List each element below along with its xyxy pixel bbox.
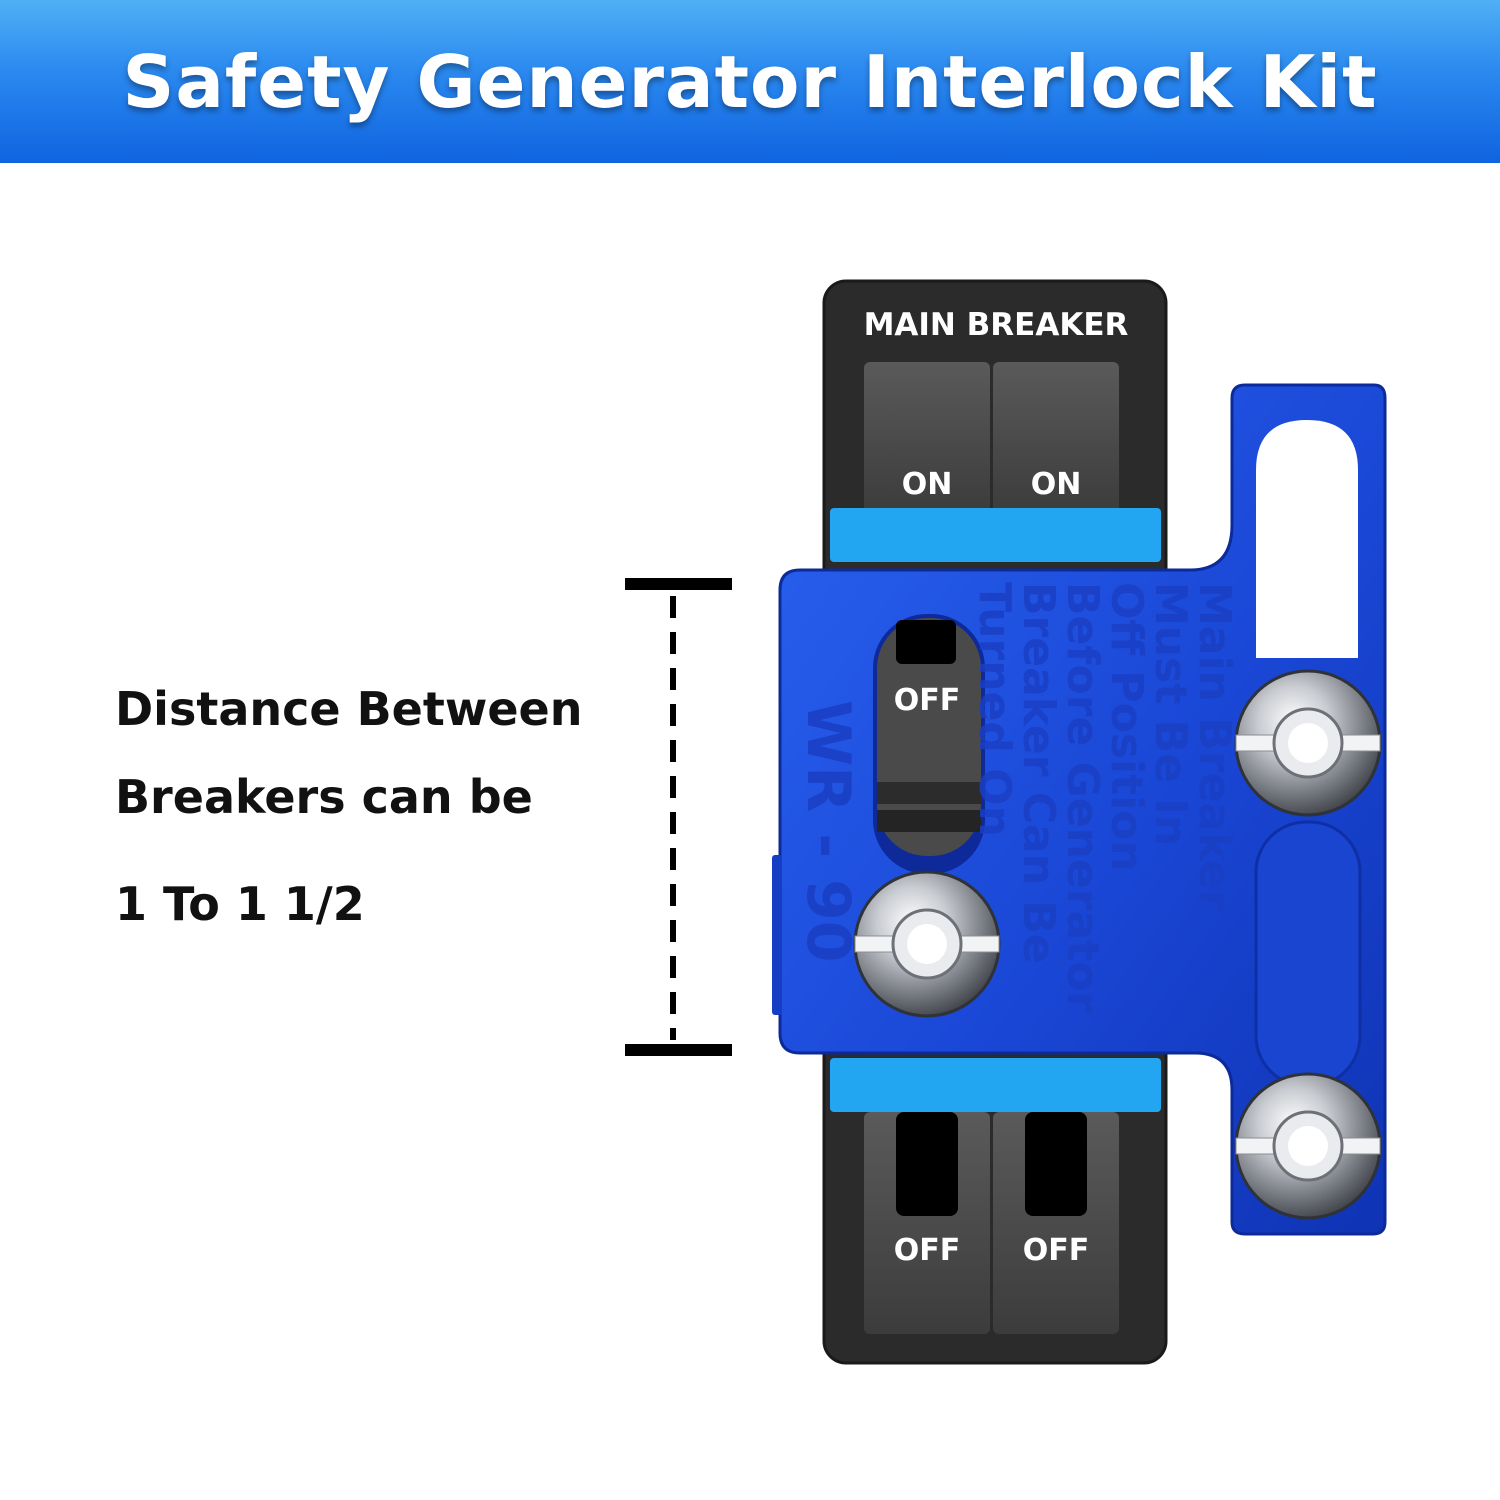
engraving-line-4: Before Generator [1057,582,1108,1013]
engraving-line-6: Turned On [969,582,1020,837]
engraving-line-2: Must Be In [1145,582,1196,846]
description-line-2: Breakers can be [115,770,533,824]
top-right-switch [993,362,1119,512]
plate-engraving: Main Breaker Must Be In Off Position Bef… [969,582,1240,1013]
top-left-switch [864,362,990,512]
top-right-state: ON [1031,467,1082,502]
page-title: Safety Generator Interlock Kit [122,39,1378,124]
bottom-right-switch [993,1112,1119,1334]
screw-top-right-icon [1234,669,1382,817]
screw-bottom-right-icon [1234,1072,1382,1220]
engraving-line-5: Breaker Can Be [1013,582,1064,964]
middle-toggle [896,620,956,664]
top-left-state: ON [902,467,953,502]
main-breaker-label: MAIN BREAKER [864,307,1129,343]
bottom-left-switch [864,1112,990,1334]
middle-ridge-1 [877,782,981,804]
plate-lower-slot [1254,820,1362,1088]
description-line-3: 1 To 1 1/2 [115,877,365,931]
bottom-right-toggle [1025,1112,1087,1216]
description-line-1: Distance Between [115,682,583,736]
middle-ridge-2 [877,810,981,832]
bottom-left-toggle [896,1112,958,1216]
bottom-right-state: OFF [1023,1233,1090,1268]
bottom-left-state: OFF [894,1233,961,1268]
screw-middle-icon [853,870,1001,1018]
plate-slot [1256,420,1358,658]
top-accent-bar [830,508,1161,562]
bottom-accent-bar [830,1058,1161,1112]
middle-state: OFF [894,683,961,718]
interlock-plate [778,383,1387,1236]
header-banner: Safety Generator Interlock Kit [0,0,1500,163]
distance-bracket [625,578,732,1056]
engraving-line-1: Main Breaker [1189,582,1240,912]
plate-edge-tab [772,855,782,1015]
plate-model: WR - 90 [793,700,863,963]
engraving-line-3: Off Position [1101,582,1152,872]
